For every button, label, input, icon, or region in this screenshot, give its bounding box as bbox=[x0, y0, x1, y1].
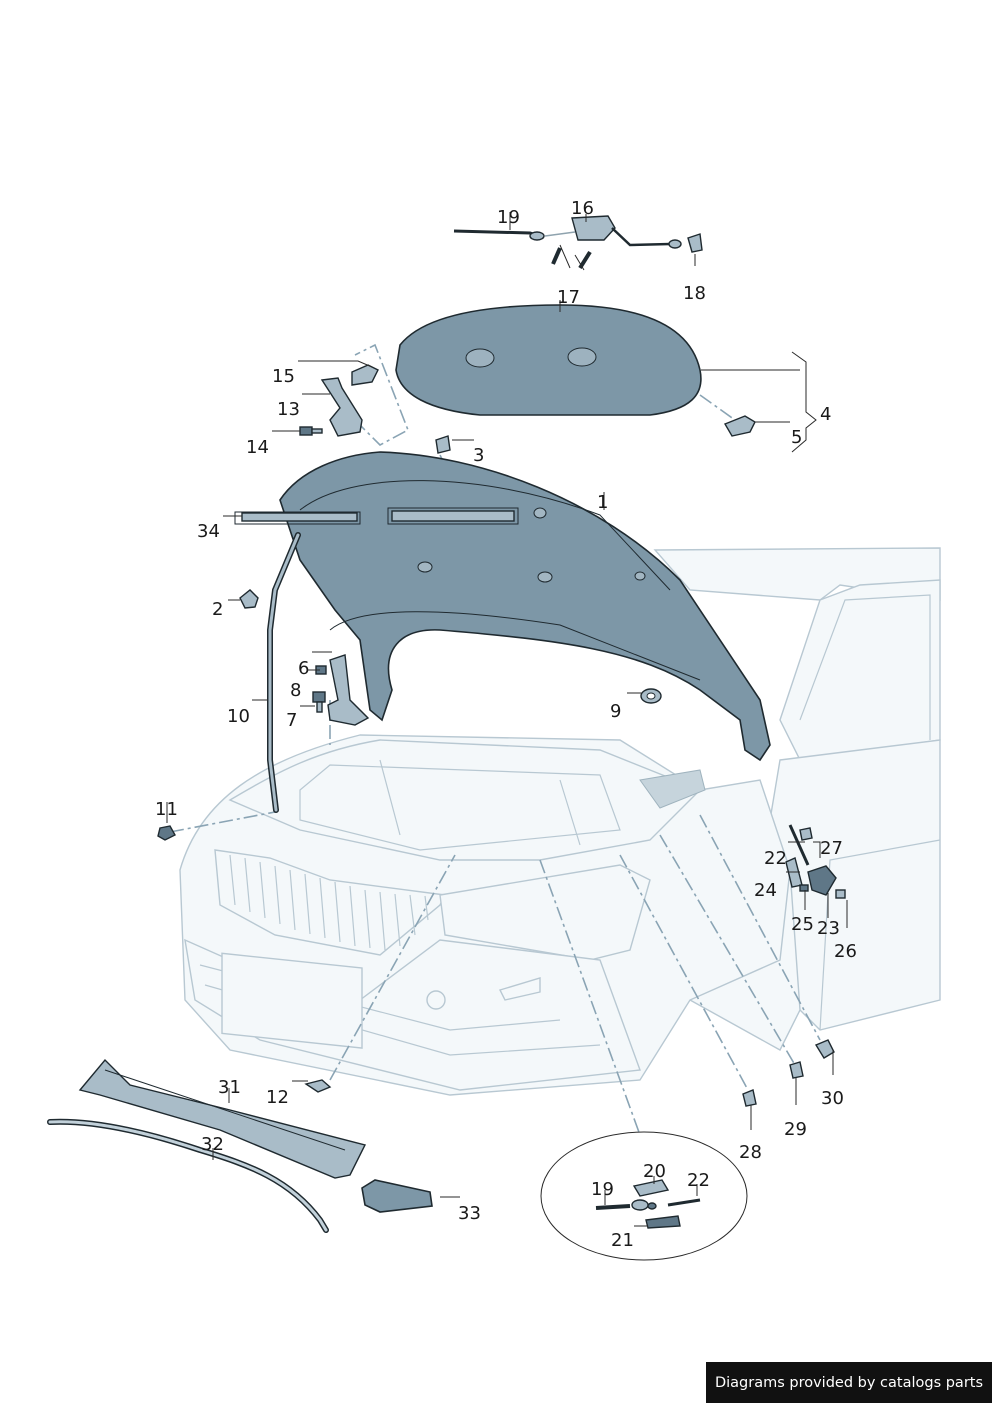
callout-20: 20 bbox=[643, 1161, 666, 1182]
cowl-panel bbox=[78, 1058, 367, 1179]
seal-strip-right bbox=[391, 510, 515, 522]
centerlines bbox=[169, 343, 821, 1136]
clip-30 bbox=[814, 1039, 835, 1059]
hinge-assembly bbox=[299, 364, 379, 437]
grille-slats bbox=[229, 854, 429, 951]
callout-6: 6 bbox=[298, 658, 309, 679]
callout-7: 7 bbox=[286, 710, 297, 731]
callout-30: 30 bbox=[821, 1088, 844, 1109]
buffer-3 bbox=[435, 435, 451, 454]
clip-5 bbox=[723, 415, 756, 437]
callout-15: 15 bbox=[272, 366, 295, 387]
callout-28: 28 bbox=[739, 1142, 762, 1163]
callout-13: 13 bbox=[277, 399, 300, 420]
callout-29: 29 bbox=[784, 1119, 807, 1140]
hood-insulation-mat bbox=[395, 304, 702, 416]
car-body bbox=[179, 547, 941, 1096]
leader-lines bbox=[166, 212, 848, 1227]
callout-33: 33 bbox=[458, 1203, 481, 1224]
inset-parts bbox=[595, 1179, 701, 1229]
callout-8: 8 bbox=[290, 680, 301, 701]
footer-credit: Diagrams provided by catalogs parts bbox=[706, 1362, 992, 1403]
release-lever-assembly bbox=[785, 824, 846, 899]
callout-23: 23 bbox=[817, 918, 840, 939]
callout-18: 18 bbox=[683, 283, 706, 304]
callout-32: 32 bbox=[201, 1134, 224, 1155]
detail-inset bbox=[540, 1131, 748, 1261]
callout-25: 25 bbox=[791, 914, 814, 935]
clip-12 bbox=[304, 1079, 332, 1093]
callout-4: 4 bbox=[820, 404, 831, 425]
callout-11: 11 bbox=[155, 799, 178, 820]
callout-26: 26 bbox=[834, 941, 857, 962]
lock-bracket bbox=[312, 654, 370, 726]
callout-17: 17 bbox=[557, 287, 580, 308]
callout-19: 19 bbox=[497, 207, 520, 228]
callout-27: 27 bbox=[820, 838, 843, 859]
clip-11 bbox=[157, 825, 176, 841]
callout-24: 24 bbox=[754, 880, 777, 901]
callout-1: 1 bbox=[597, 492, 608, 513]
callout-34: 34 bbox=[197, 521, 220, 542]
clip-29 bbox=[789, 1061, 804, 1079]
callout-22: 22 bbox=[764, 848, 787, 869]
seal-strip-left bbox=[241, 512, 358, 522]
callout-19-inset: 19 bbox=[591, 1179, 614, 1200]
buffer-2 bbox=[239, 589, 259, 609]
callout-labels: 1 2 3 4 5 6 7 8 9 10 11 12 13 14 15 16 1… bbox=[155, 198, 857, 1251]
callout-10: 10 bbox=[227, 706, 250, 727]
callout-22-inset: 22 bbox=[687, 1170, 710, 1191]
callout-2: 2 bbox=[212, 599, 223, 620]
callout-14: 14 bbox=[246, 437, 269, 458]
bonnet bbox=[279, 451, 771, 762]
callout-3: 3 bbox=[473, 445, 484, 466]
callout-9: 9 bbox=[610, 701, 621, 722]
callout-5: 5 bbox=[791, 427, 802, 448]
callout-21: 21 bbox=[611, 1230, 634, 1251]
cowl-end-cap bbox=[361, 1179, 433, 1213]
hood-lock-assembly bbox=[453, 215, 703, 270]
callout-16: 16 bbox=[571, 198, 594, 219]
callout-12: 12 bbox=[266, 1087, 289, 1108]
clip-28 bbox=[742, 1089, 757, 1107]
callout-31: 31 bbox=[218, 1077, 241, 1098]
